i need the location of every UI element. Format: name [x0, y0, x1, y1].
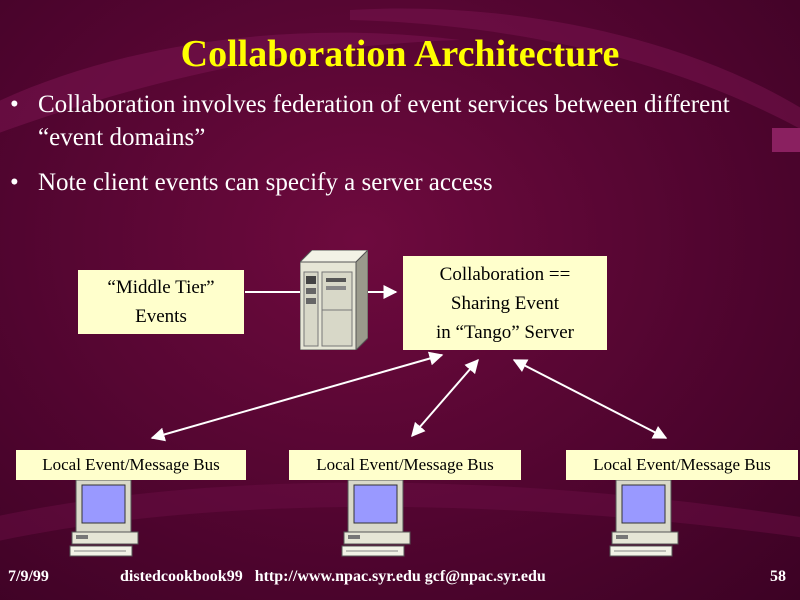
bullet-dot: •: [10, 91, 19, 118]
middle-tier-events-box: “Middle Tier” Events: [78, 270, 244, 334]
tango-server-box: Collaboration == Sharing Event in “Tango…: [403, 256, 607, 350]
page-number: 58: [770, 568, 786, 585]
corner-decoration: [772, 128, 800, 152]
server-box-line1: Collaboration ==: [439, 263, 571, 285]
server-box-line2: Sharing Event: [450, 292, 560, 314]
footer-center: distedcookbook99 http://www.npac.syr.edu…: [120, 568, 546, 585]
computer-icon: [341, 480, 411, 557]
slide-title: Collaboration Architecture: [180, 33, 620, 75]
computer-icon: [609, 480, 679, 557]
footer-date: 7/9/99: [8, 568, 49, 585]
bullet-text: Note client events can specify a server …: [38, 169, 493, 196]
local-bus-left: Local Event/Message Bus: [16, 450, 246, 480]
bullet-list: • Collaboration involves federation of ev…: [10, 88, 770, 211]
server-box-line3: in “Tango” Server: [436, 321, 574, 343]
middle-tier-line2: Events: [135, 306, 187, 327]
bullet-item: • Collaboration involves federation of ev…: [10, 88, 770, 154]
local-bus-right: Local Event/Message Bus: [566, 450, 798, 480]
middle-tier-line1: “Middle Tier”: [107, 277, 215, 298]
server-icon: [300, 250, 368, 350]
bullet-text: Collaboration involves federation of eve…: [38, 91, 730, 151]
bullet-item: • Note client events can specify a server…: [10, 166, 770, 199]
bullet-dot: •: [10, 169, 19, 196]
local-bus-center: Local Event/Message Bus: [289, 450, 521, 480]
computer-icon: [69, 480, 139, 557]
